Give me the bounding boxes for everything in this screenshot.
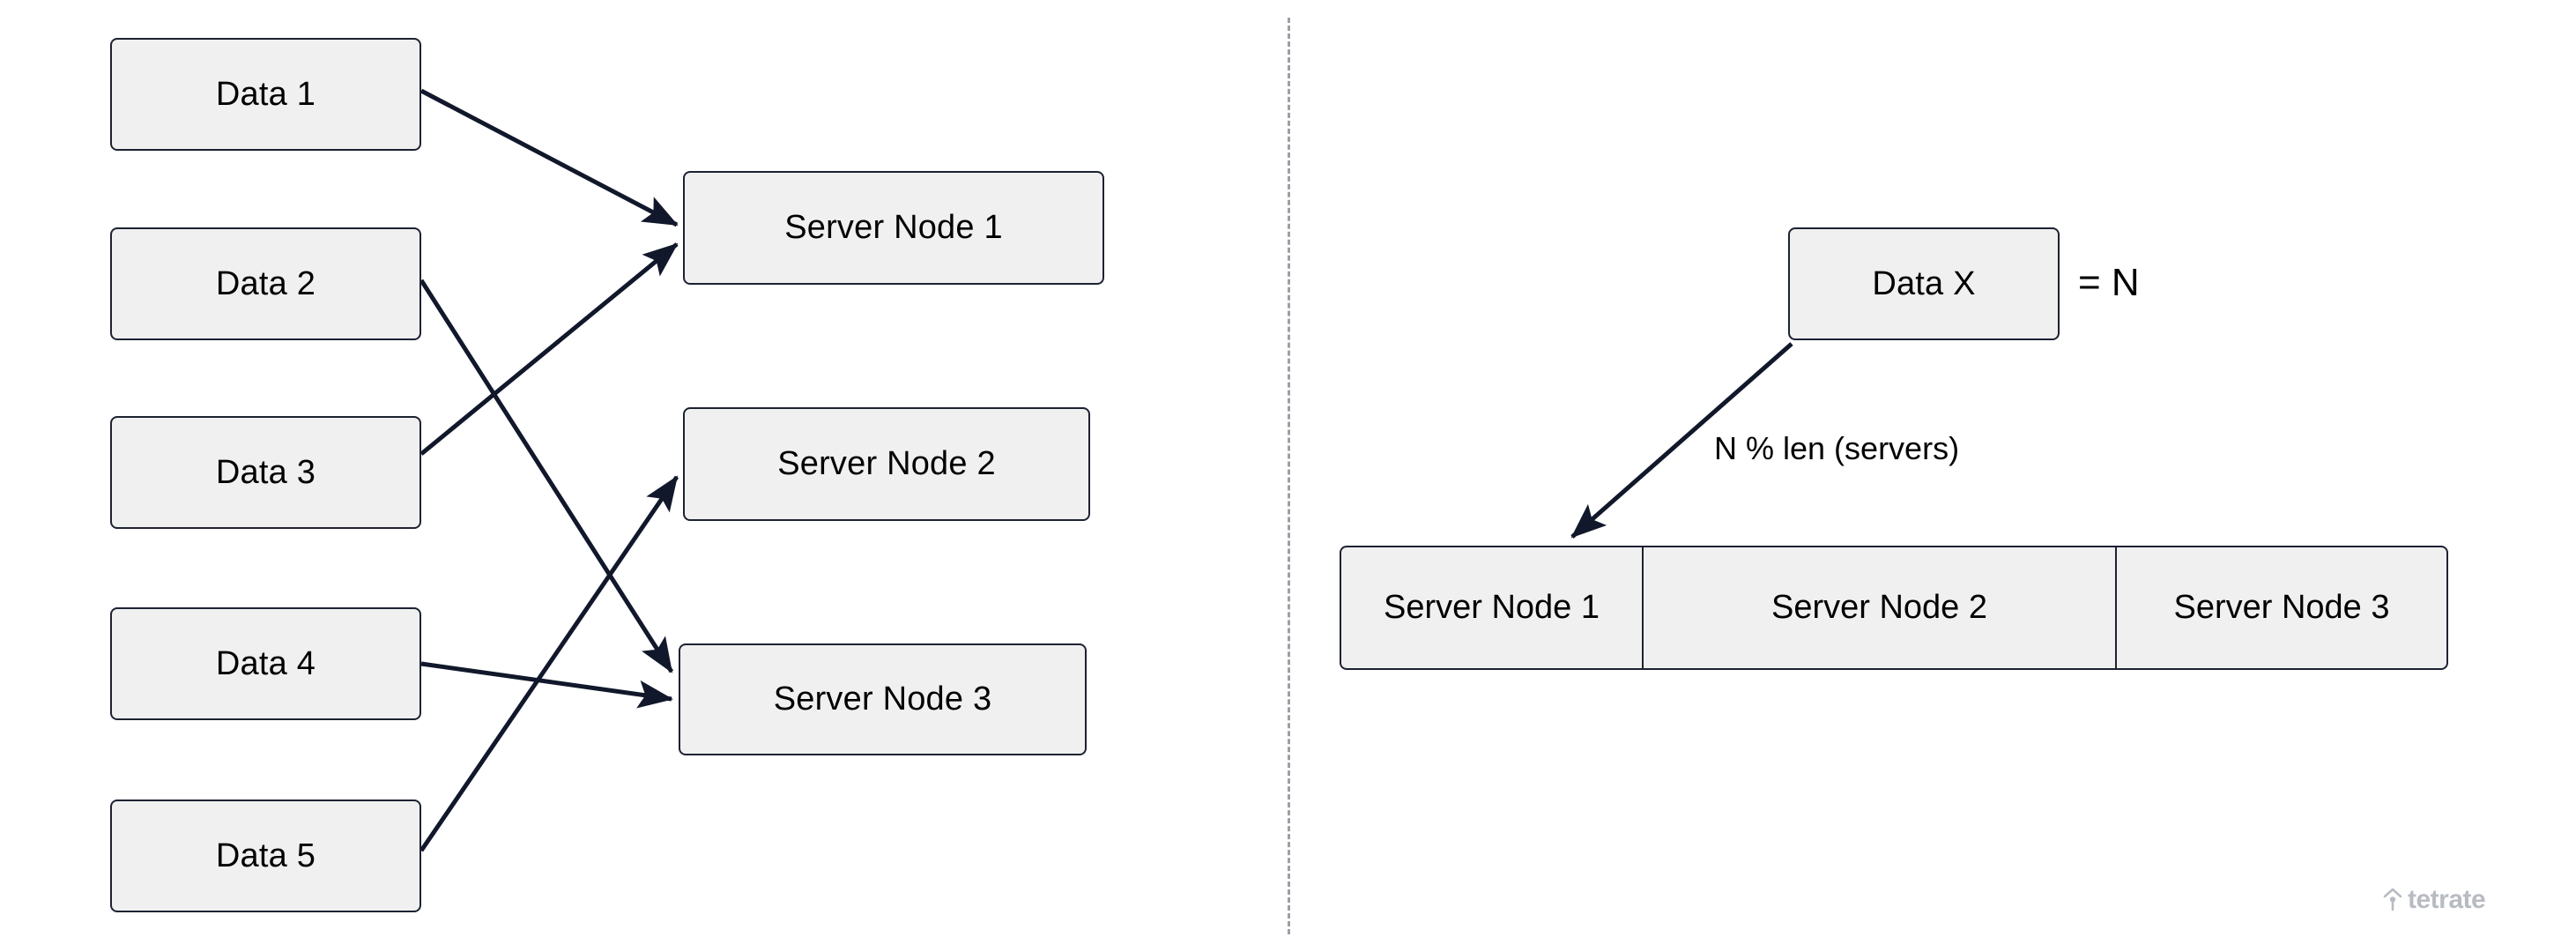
data-node-2[interactable]: Data 2	[110, 227, 421, 340]
server-row-cell-1-label: Server Node 1	[1383, 589, 1600, 626]
data-node-5[interactable]: Data 5	[110, 800, 421, 912]
data-node-3-label: Data 3	[215, 453, 316, 491]
server-node-1[interactable]: Server Node 1	[683, 171, 1104, 285]
edge-data5-to-server2	[419, 475, 679, 852]
data-node-4[interactable]: Data 4	[110, 607, 421, 720]
panel-divider	[1288, 18, 1290, 934]
server-node-3[interactable]: Server Node 3	[679, 643, 1087, 755]
data-node-4-label: Data 4	[215, 644, 316, 682]
edge-data1-to-server1	[419, 88, 679, 227]
server-row-cell-3[interactable]: Server Node 3	[2117, 547, 2446, 668]
server-node-3-label: Server Node 3	[773, 681, 992, 718]
server-node-2[interactable]: Server Node 2	[683, 407, 1090, 521]
edge-data3-to-server1	[419, 242, 679, 456]
data-node-3[interactable]: Data 3	[110, 416, 421, 529]
server-row-cell-2-label: Server Node 2	[1771, 589, 1987, 626]
server-row-cell-1[interactable]: Server Node 1	[1341, 547, 1644, 668]
data-node-1[interactable]: Data 1	[110, 38, 421, 151]
edge-data2-to-server3	[419, 279, 674, 673]
tetrate-logo-icon	[2383, 887, 2402, 913]
server-node-2-label: Server Node 2	[777, 445, 996, 482]
tetrate-wordmark: tetrate	[2408, 885, 2486, 914]
server-node-1-label: Server Node 1	[784, 209, 1003, 246]
edge-data4-to-server3	[420, 661, 673, 709]
data-node-5-label: Data 5	[215, 837, 316, 874]
data-node-2-label: Data 2	[215, 264, 316, 302]
data-x-node[interactable]: Data X	[1788, 227, 2060, 340]
modulo-formula-label: N % len (servers)	[1714, 430, 1960, 466]
data-x-node-label: Data X	[1872, 264, 1976, 302]
server-row-cell-3-label: Server Node 3	[2173, 589, 2390, 626]
server-node-row: Server Node 1 Server Node 2 Server Node …	[1340, 546, 2448, 670]
data-node-1-label: Data 1	[215, 75, 316, 113]
equals-n-text: = N	[2078, 261, 2140, 304]
tetrate-watermark: tetrate	[2383, 885, 2486, 915]
server-row-cell-2[interactable]: Server Node 2	[1644, 547, 2117, 668]
